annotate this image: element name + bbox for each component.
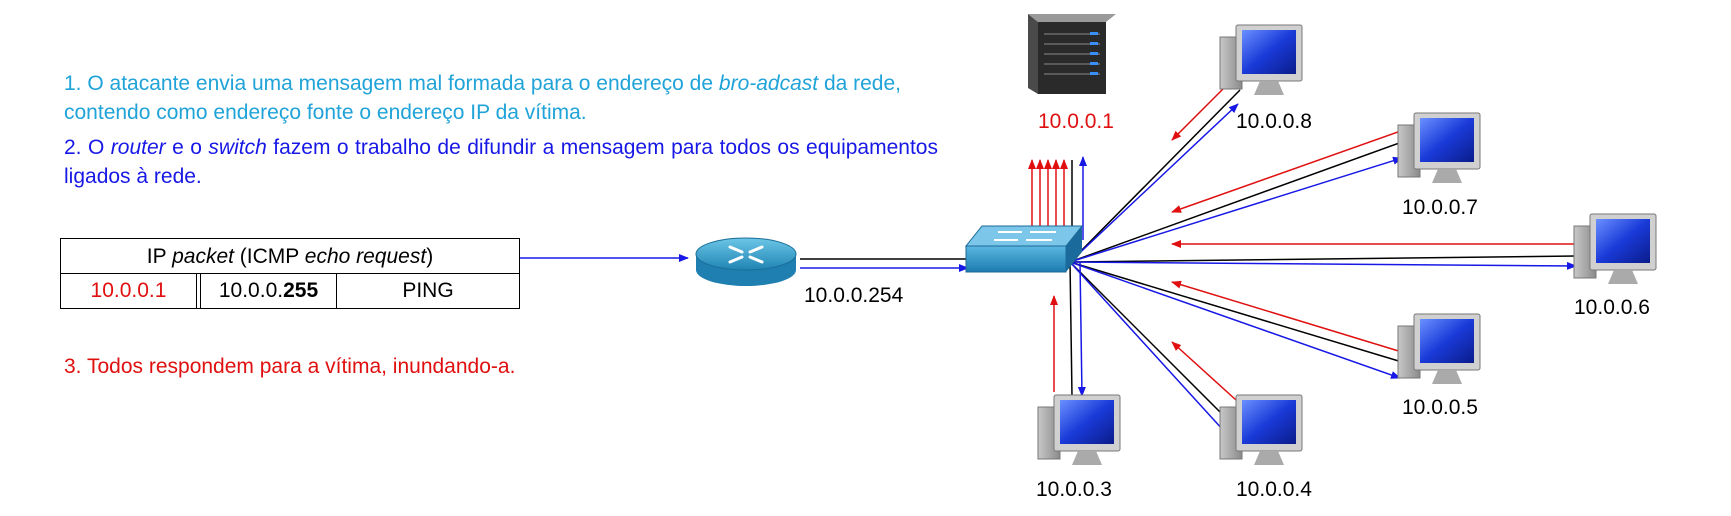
server-icon [1028, 14, 1116, 94]
packet-fields: 10.0.0.1 10.0.0.255 PING [61, 273, 519, 308]
pc-5-label: 10.0.0.5 [1402, 396, 1478, 419]
step-3-text: 3. Todos respondem para a vítima, inunda… [64, 355, 516, 378]
pc-7-label: 10.0.0.7 [1402, 196, 1478, 219]
step-2-text: 2. O router e o switch fazem o trabalho … [64, 136, 938, 188]
packet-field-divider [197, 274, 201, 308]
packet-destination-field: 10.0.0.255 [201, 274, 337, 308]
pc-icon-8 [1219, 24, 1303, 95]
router-ip-label: 10.0.0.254 [804, 284, 904, 307]
pc-8-label: 10.0.0.8 [1236, 110, 1312, 133]
pc-icon-7 [1397, 112, 1481, 183]
pc-icon-3 [1037, 394, 1121, 465]
ip-packet-box: IP packet (ICMP echo request) 10.0.0.1 1… [60, 238, 520, 309]
switch-pc-links [1050, 79, 1577, 443]
switch-icon [964, 225, 1084, 273]
packet-source-field: 10.0.0.1 [61, 274, 197, 308]
pc-4-label: 10.0.0.4 [1236, 478, 1312, 501]
pc-icon-4 [1219, 394, 1303, 465]
router-icon [695, 237, 797, 286]
packet-title: IP packet (ICMP echo request) [146, 245, 434, 268]
step-1-text: 1. O atacante envia uma mensagem mal for… [64, 72, 902, 124]
pc-icon-6 [1573, 213, 1657, 284]
pc-6-label: 10.0.0.6 [1574, 296, 1650, 319]
victim-ip-label: 10.0.0.1 [1038, 110, 1114, 133]
pc-3-label: 10.0.0.3 [1036, 478, 1112, 501]
pc-icon-5 [1397, 313, 1481, 384]
reply-flood-arrows [1028, 159, 1068, 238]
packet-payload-field: PING [402, 279, 454, 302]
